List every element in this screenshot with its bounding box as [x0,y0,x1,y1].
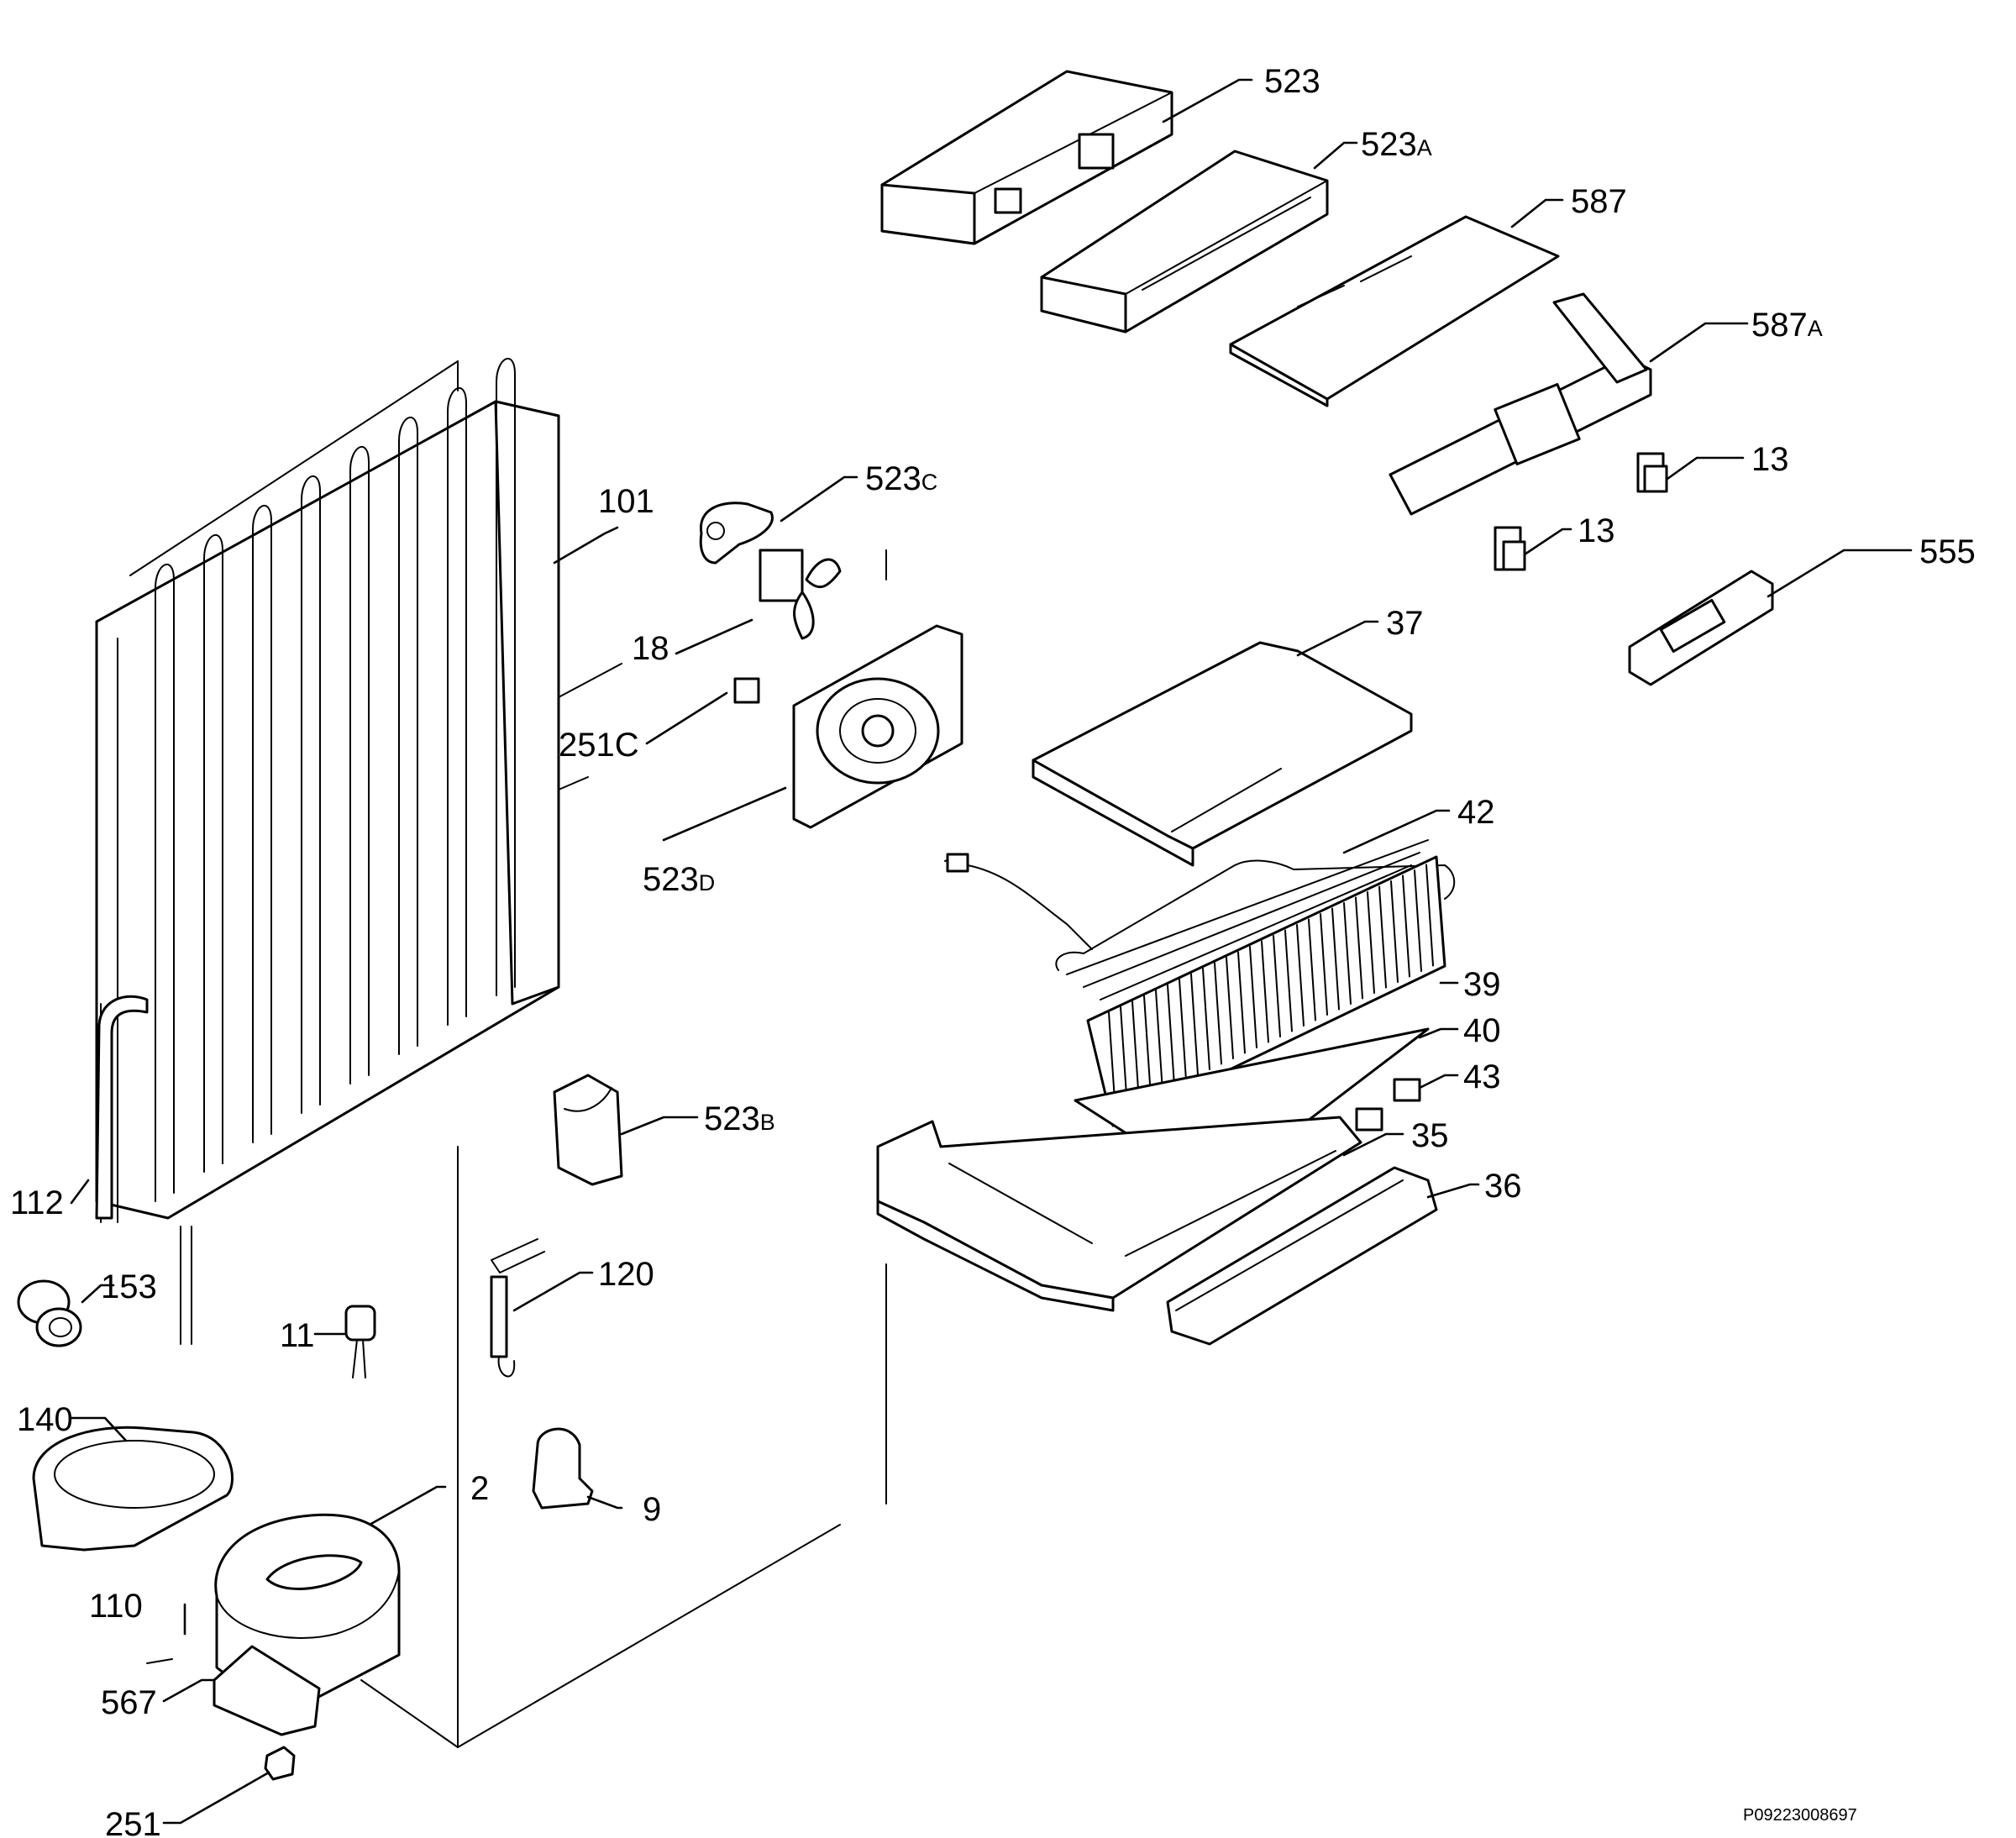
drawing-code: P09223008697 [1743,1806,1857,1825]
clamp-part-9 [532,1427,594,1510]
label-18: 18 [632,630,669,667]
label-523b: 523B [704,1100,775,1137]
capacitor-part-11 [344,1305,376,1378]
condenser-part-101 [95,357,560,1345]
control-board-part-587 [1229,215,1560,407]
label-523c: 523C [865,460,937,497]
label-37: 37 [1386,605,1424,642]
control-housing-part-523 [880,70,1173,245]
fan-motor-part-18 [759,549,842,640]
control-housing-part-523a [1040,150,1329,333]
mounting-plate-part-567 [213,1645,321,1736]
label-2: 2 [470,1470,489,1507]
label-251c: 251C [559,727,639,764]
rubber-foot-part-251 [264,1746,296,1781]
label-36: 36 [1484,1168,1522,1205]
label-140: 140 [17,1401,73,1438]
label-42: 42 [1457,794,1495,831]
label-112: 112 [10,1184,64,1221]
cabinet-outline [129,360,887,1748]
evaporator-cover-part-37 [1032,641,1413,867]
label-120: 120 [598,1256,654,1293]
drip-basin-part-140 [32,1426,234,1552]
drain-tube-part-112 [95,995,149,1220]
lamp-cover-part-555 [1628,570,1774,686]
label-587: 587 [1571,183,1627,220]
label-251: 251 [105,1806,161,1838]
label-43: 43 [1463,1058,1501,1095]
fan-bracket-part-523c [699,502,774,565]
pin-part-110 [146,1658,173,1664]
label-13-lower: 13 [1578,512,1615,549]
label-39: 39 [1463,966,1501,1003]
grommet-part-153 [17,1279,82,1347]
sensor-part-120 [490,1238,545,1378]
label-523: 523 [1264,63,1320,100]
label-13-upper: 13 [1751,441,1789,478]
label-9: 9 [643,1491,661,1528]
clip-part-13-upper [1636,452,1668,493]
label-110: 110 [89,1588,143,1625]
label-523d: 523D [643,861,715,898]
drain-channel-part-36 [1166,1166,1438,1346]
clip-part-523b [553,1074,623,1186]
leader-lines [70,78,1913,1825]
fan-shroud-part-523d [792,624,963,829]
grommet-part-251c [733,677,760,704]
label-35: 35 [1411,1117,1449,1154]
clip-part-13-lower [1494,526,1526,571]
label-11: 11 [280,1317,315,1354]
label-567: 567 [101,1684,157,1721]
part-labels: 523 523A 587 587A 13 13 555 523C 101 18 … [10,63,1976,1838]
connector-part-43 [1355,1078,1421,1132]
label-40: 40 [1463,1012,1501,1049]
label-101: 101 [598,483,654,520]
label-555: 555 [1919,533,1976,570]
label-587a: 587A [1751,307,1823,344]
heat-sink-part-39 [1086,855,1446,1127]
interface-board-part-587a [1389,292,1652,516]
label-153: 153 [101,1268,157,1305]
label-523a: 523A [1361,126,1432,163]
drip-tray-part-35 [876,1116,1362,1312]
